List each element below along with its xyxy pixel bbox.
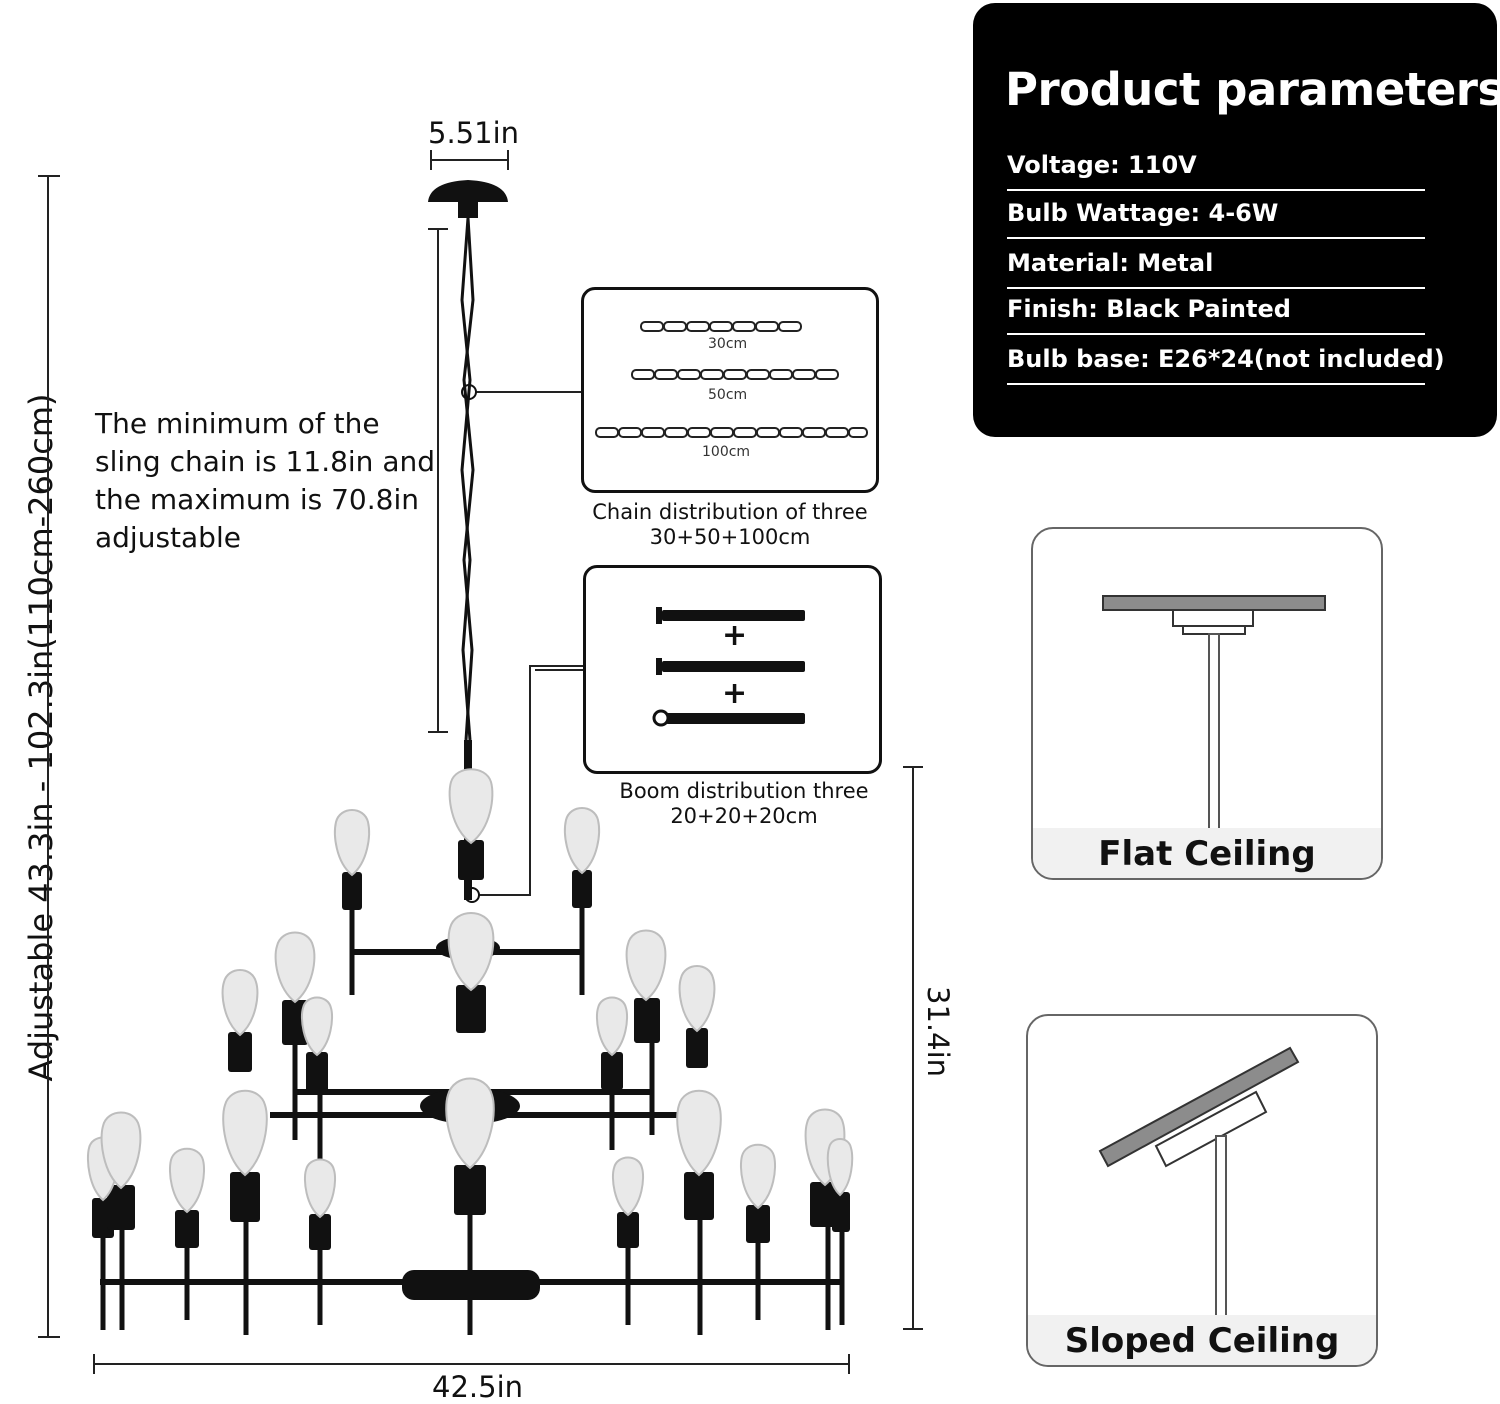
boom-plus-2: + — [722, 676, 748, 711]
parameters-title: Product parameters — [1005, 63, 1500, 116]
chain-distribution-box: 30cm 50cm 100cm — [581, 287, 879, 493]
param-voltage: Voltage: 110V — [1007, 145, 1425, 191]
boom-plus-1: + — [722, 618, 748, 653]
product-parameters-panel: Product parameters Voltage: 110V Bulb Wa… — [973, 3, 1500, 437]
chain-50cm-label: 50cm — [708, 387, 748, 403]
boom-distribution-caption: Boom distribution three 20+20+20cm — [576, 779, 912, 829]
chain-30cm-label: 30cm — [708, 336, 748, 352]
flat-ceiling-icon — [1102, 595, 1326, 830]
param-material: Material: Metal — [1007, 243, 1425, 289]
boom-rods-icon — [652, 607, 805, 727]
boom-caption-line2: 20+20+20cm — [670, 804, 818, 828]
boom-caption-line1: Boom distribution three — [619, 779, 869, 803]
boom-distribution-box: + + — [583, 565, 882, 774]
chain-caption-line2: 30+50+100cm — [649, 525, 811, 549]
param-wattage: Bulb Wattage: 4-6W — [1007, 193, 1425, 239]
canopy-width-label: 5.51in — [428, 116, 520, 150]
flat-ceiling-label: Flat Ceiling — [1033, 828, 1381, 878]
chain-caption-line1: Chain distribution of three — [592, 500, 868, 524]
chain-100cm-label: 100cm — [702, 444, 751, 460]
sloped-ceiling-icon — [1098, 1046, 1300, 1317]
chain-distribution-caption: Chain distribution of three 30+50+100cm — [560, 500, 900, 550]
param-bulb-base: Bulb base: E26*24(not included) — [1007, 339, 1445, 385]
chain-pieces-icon — [595, 321, 868, 438]
param-finish: Finish: Black Painted — [1007, 289, 1425, 335]
chain-length-note: The minimum of the sling chain is 11.8in… — [95, 407, 436, 554]
width-label: 42.5in — [432, 1370, 524, 1404]
flat-ceiling-card: Flat Ceiling — [1031, 527, 1383, 880]
sloped-ceiling-card: Sloped Ceiling — [1026, 1014, 1378, 1367]
sloped-ceiling-label: Sloped Ceiling — [1028, 1315, 1376, 1365]
